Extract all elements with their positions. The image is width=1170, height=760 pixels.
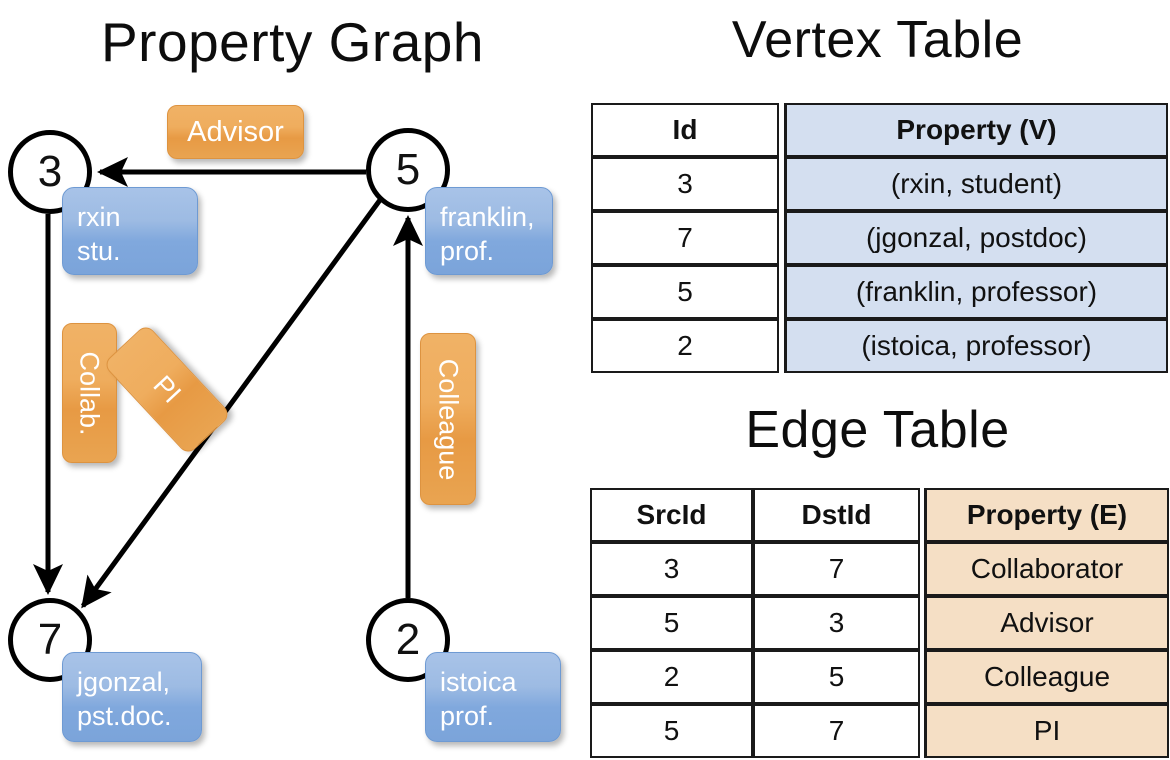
edge-label-chip-advisor: Advisor xyxy=(167,105,304,159)
edge-table-cell-dstid: 7 xyxy=(753,542,920,596)
edge-label-chip-colleague: Colleague xyxy=(420,333,476,505)
vertex-table-column-gap xyxy=(779,157,784,211)
edge-table-cell-srcid: 3 xyxy=(590,542,753,596)
vertex-property-chip-3: rxin stu. xyxy=(62,187,198,275)
vertex-property-chip-7-line2: pst.doc. xyxy=(77,701,172,731)
vertex-property-chip-3-line1: rxin xyxy=(77,202,121,232)
vertex-table-cell-property: (jgonzal, postdoc) xyxy=(784,211,1168,265)
table-row[interactable]: 7 (jgonzal, postdoc) xyxy=(591,211,1168,265)
edge-table-cell-srcid: 5 xyxy=(590,704,753,758)
table-row[interactable]: 2 (istoica, professor) xyxy=(591,319,1168,373)
vertex-property-chip-7: jgonzal, pst.doc. xyxy=(62,652,202,742)
vertex-table-cell-property: (rxin, student) xyxy=(784,157,1168,211)
graph-edges-layer xyxy=(33,157,423,609)
edge-table-cell-property: Colleague xyxy=(924,650,1169,704)
edge-table-cell-srcid: 2 xyxy=(590,650,753,704)
vertex-table-column-gap xyxy=(779,319,784,373)
graph-node-2-label: 2 xyxy=(395,615,421,664)
edge-table-cell-dstid: 5 xyxy=(753,650,920,704)
vertex-property-chip-3-line2: stu. xyxy=(77,236,121,266)
graph-node-3-label: 3 xyxy=(37,147,63,196)
edge-table-column-gap xyxy=(920,596,924,650)
vertex-table-cell-id: 2 xyxy=(591,319,779,373)
vertex-table-cell-id: 3 xyxy=(591,157,779,211)
vertex-table-cell-property: (franklin, professor) xyxy=(784,265,1168,319)
page-title-edge-table: Edge Table xyxy=(745,401,1010,459)
graph-node-7-label: 7 xyxy=(37,615,63,664)
vertex-property-chip-5-line1: franklin, xyxy=(440,202,535,232)
graph-node-2[interactable]: 2 xyxy=(366,598,450,682)
edge-label-chip-pi-text: PI xyxy=(147,369,188,409)
vertex-property-chip-2: istoica prof. xyxy=(425,652,561,742)
edge-label-chip-advisor-text: Advisor xyxy=(187,115,284,148)
edge-table-cell-dstid: 3 xyxy=(753,596,920,650)
table-row[interactable]: 3 7 Collaborator xyxy=(590,542,1169,596)
vertex-table-column-gap xyxy=(779,211,784,265)
table-row[interactable]: 2 5 Colleague xyxy=(590,650,1169,704)
page-title-property-graph: Property Graph xyxy=(100,11,484,73)
edge-table-column-gap xyxy=(920,488,924,542)
vertex-table-column-gap xyxy=(779,265,784,319)
vertex-table: Id Property (V) 3 (rxin, student) 7 (jgo… xyxy=(591,103,1168,373)
table-row[interactable]: 5 7 PI xyxy=(590,704,1169,758)
edge-label-chip-collaborator: Collab. xyxy=(62,323,117,463)
vertex-table-header-id: Id xyxy=(591,103,779,157)
edge-table: SrcId DstId Property (E) 3 7 Collaborato… xyxy=(590,488,1169,758)
edge-table-header-srcid: SrcId xyxy=(590,488,753,542)
vertex-property-chip-7-line1: jgonzal, xyxy=(77,667,171,697)
edge-label-chip-colleague-text: Colleague xyxy=(433,358,464,480)
vertex-property-chip-5: franklin, prof. xyxy=(425,187,553,275)
table-row[interactable]: 5 (franklin, professor) xyxy=(591,265,1168,319)
graph-node-5[interactable]: 5 xyxy=(366,128,450,212)
graph-node-5-label: 5 xyxy=(395,145,421,194)
edge-table-cell-property: PI xyxy=(924,704,1169,758)
page-title-vertex-table: Vertex Table xyxy=(731,11,1024,69)
edge-label-chip-collaborator-text: Collab. xyxy=(75,350,106,436)
edge-table-column-gap xyxy=(920,542,924,596)
edge-table-cell-property: Collaborator xyxy=(924,542,1169,596)
edge-table-header-property: Property (E) xyxy=(924,488,1169,542)
vertex-table-cell-id: 5 xyxy=(591,265,779,319)
edge-table-cell-property: Advisor xyxy=(924,596,1169,650)
vertex-table-header-row: Id Property (V) xyxy=(591,103,1168,157)
vertex-table-cell-property: (istoica, professor) xyxy=(784,319,1168,373)
edge-table-header-dstid: DstId xyxy=(753,488,920,542)
vertex-table-header-property: Property (V) xyxy=(784,103,1168,157)
edge-table-cell-srcid: 5 xyxy=(590,596,753,650)
vertex-property-chip-2-line1: istoica xyxy=(440,667,517,697)
vertex-property-chip-5-line2: prof. xyxy=(440,236,495,266)
edge-table-column-gap xyxy=(920,650,924,704)
edge-table-cell-dstid: 7 xyxy=(753,704,920,758)
edge-table-header-row: SrcId DstId Property (E) xyxy=(590,488,1169,542)
edge-arrow-pi xyxy=(80,198,383,609)
vertex-table-column-gap xyxy=(779,103,784,157)
edge-table-column-gap xyxy=(920,704,924,758)
vertex-table-cell-id: 7 xyxy=(591,211,779,265)
vertex-property-chip-2-line2: prof. xyxy=(440,701,495,731)
table-row[interactable]: 3 (rxin, student) xyxy=(591,157,1168,211)
table-row[interactable]: 5 3 Advisor xyxy=(590,596,1169,650)
